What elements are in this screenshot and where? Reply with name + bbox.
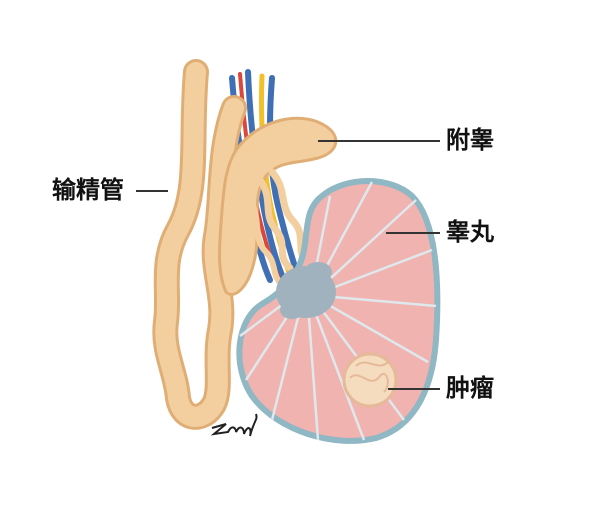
leader-line-testis [386,232,440,234]
leader-line-tumor [388,388,440,390]
efferent-ducts [256,176,294,272]
efferent-ducts [247,197,287,289]
epididymis-shape [218,116,338,296]
rete-testis [276,262,336,319]
vein [267,75,301,279]
label-epididymis: 附睾 [446,126,494,154]
vein [245,69,287,283]
label-vas-deferens: 输精管 [52,176,124,204]
leader-line-vas-deferens [136,190,168,192]
artist-signature [210,413,258,437]
testis-septa [239,181,437,441]
label-testis: 睾丸 [446,218,494,246]
tumor-mass [342,352,398,408]
vas-deferens-duct [152,59,247,430]
label-tumor: 肿瘤 [446,374,494,402]
leader-line-epididymis [318,140,440,142]
